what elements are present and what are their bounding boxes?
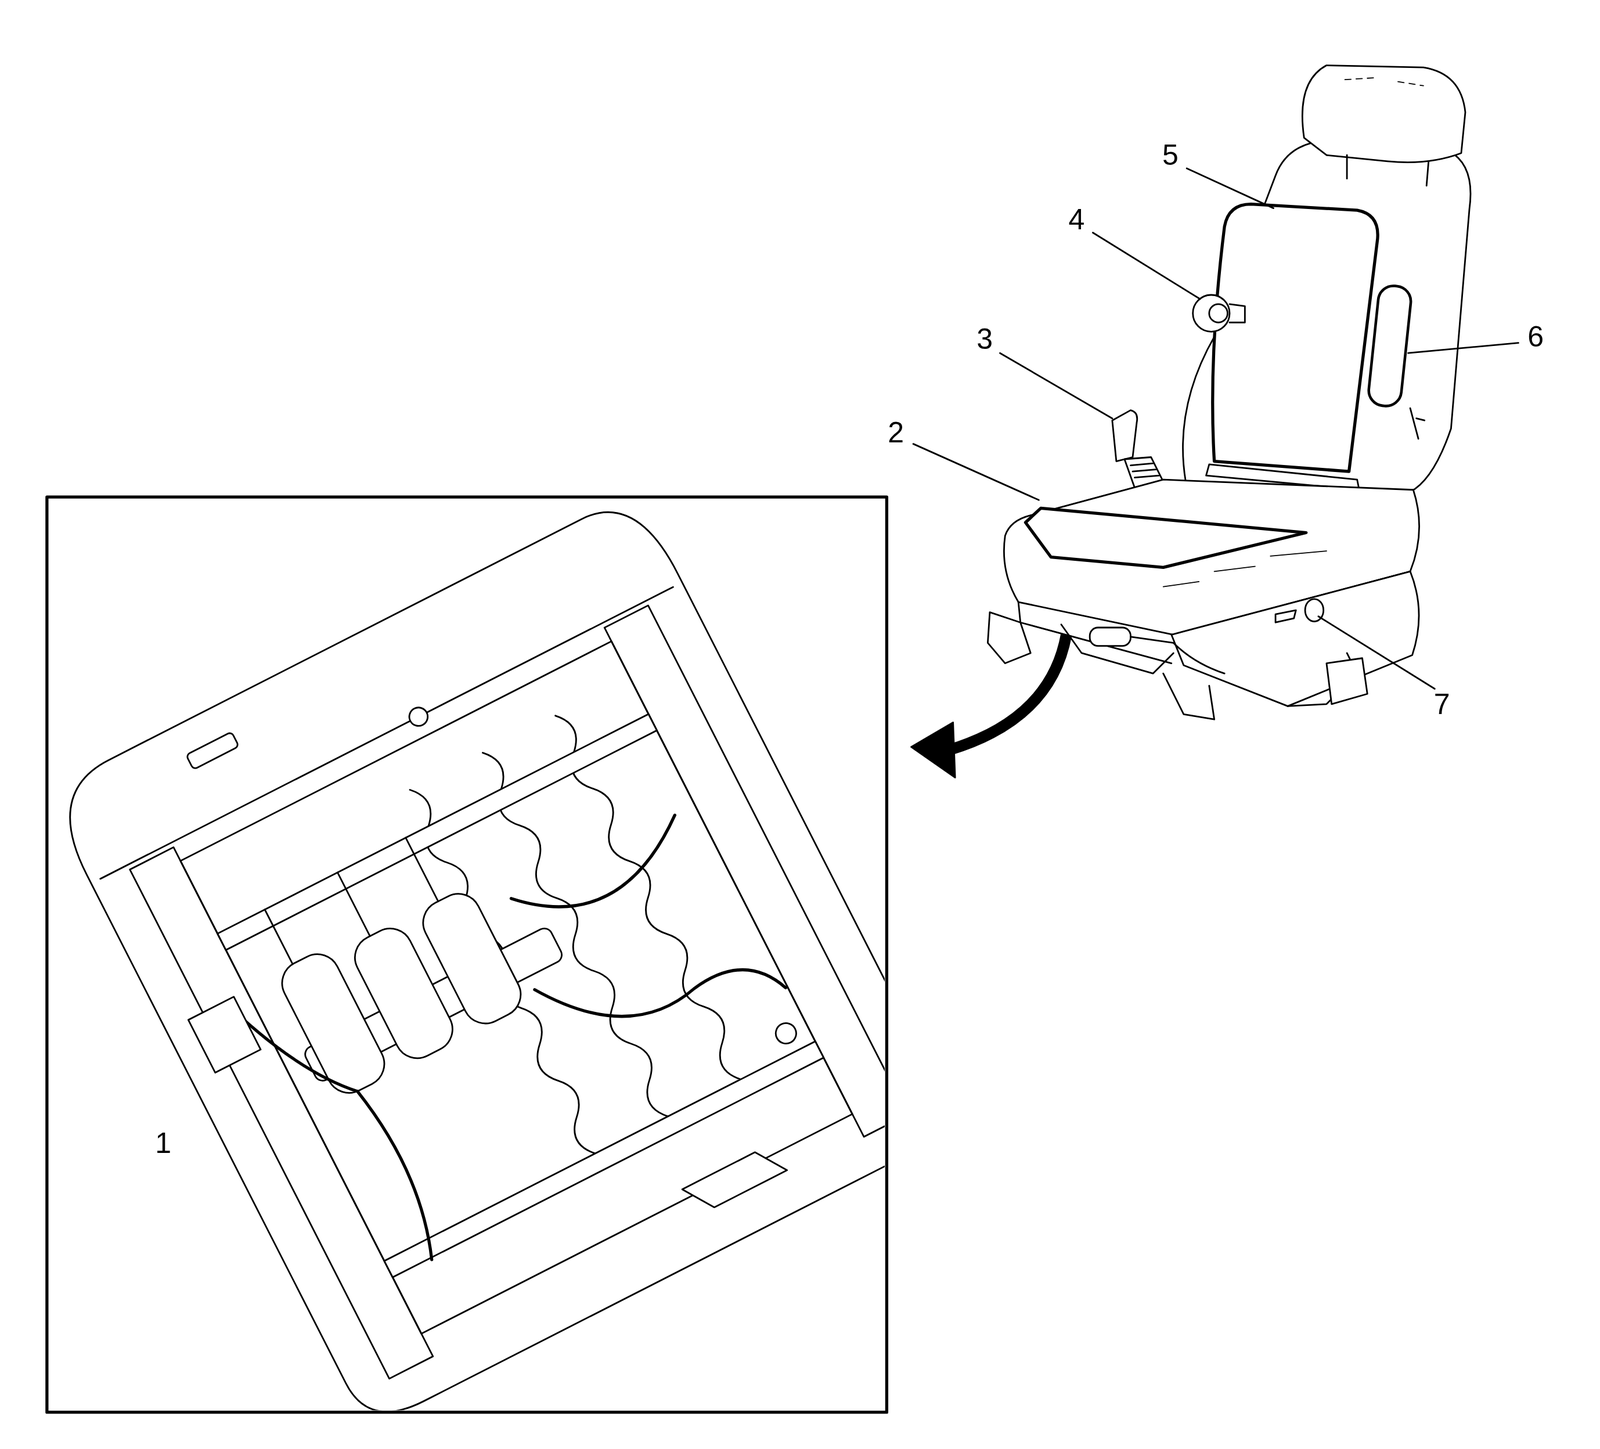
cushion-heater-pad	[1025, 507, 1306, 568]
seat-belt-buckle	[1112, 410, 1138, 462]
leader-line	[1000, 352, 1113, 418]
rear-bracket	[1163, 673, 1215, 720]
back-trim	[1410, 408, 1425, 439]
recline-knob-hub	[1209, 304, 1228, 323]
callout-number: 5	[1162, 140, 1179, 170]
callout-number: 1	[155, 1128, 172, 1158]
motor	[415, 885, 529, 1032]
callout-number: 2	[887, 417, 904, 448]
leader-line	[1092, 232, 1200, 299]
seat-back	[1183, 141, 1471, 511]
wire-harness	[238, 787, 823, 1288]
view-arrowhead	[911, 722, 956, 778]
front-bracket	[987, 612, 1031, 664]
callout-number: 7	[1433, 689, 1451, 719]
control-module	[188, 996, 261, 1073]
callout-number: 4	[1068, 204, 1085, 234]
callout-number: 6	[1527, 322, 1544, 352]
cross-tube	[384, 1041, 824, 1278]
bolt	[406, 704, 432, 730]
motor	[1089, 627, 1131, 647]
seat-rail	[1061, 624, 1174, 674]
recline-knob	[1193, 294, 1230, 332]
leader-line	[913, 444, 1039, 501]
bolster-edge	[100, 586, 674, 879]
headrest	[1302, 65, 1466, 163]
leader-line	[1186, 168, 1274, 209]
bracket	[682, 1143, 788, 1217]
wire	[1130, 636, 1225, 674]
seat-frame	[180, 641, 853, 1335]
headrest-post	[1346, 155, 1429, 186]
leader-line	[1408, 343, 1519, 354]
headrest-seam	[1345, 77, 1424, 86]
trim-clip	[185, 732, 239, 770]
view-arrow	[949, 634, 1067, 751]
back-heater-pad	[1212, 204, 1378, 472]
rail-foot	[1326, 658, 1368, 705]
side-airbag	[1367, 284, 1413, 408]
cushion-underside	[48, 499, 885, 1411]
leader-line	[1318, 616, 1435, 690]
cushion-edge	[1018, 602, 1172, 663]
side-rail	[130, 847, 434, 1379]
cushion-seam	[1163, 550, 1327, 587]
callout-number: 3	[976, 324, 993, 354]
switch-slot	[1275, 610, 1296, 623]
knob-shaft	[1229, 304, 1245, 323]
bolt	[772, 1019, 800, 1047]
drive-shaft	[264, 837, 439, 974]
